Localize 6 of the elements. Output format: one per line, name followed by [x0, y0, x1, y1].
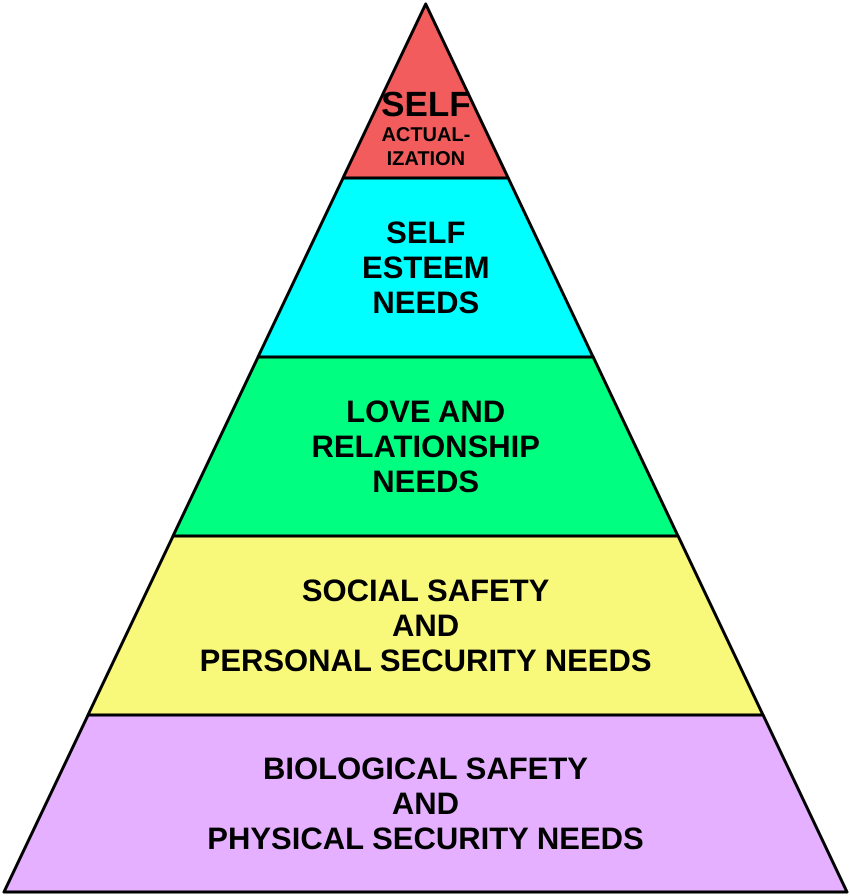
- tier-label: ACTUAL- IZATION: [381, 123, 470, 171]
- tier-label: BIOLOGICAL SAFETY AND PHYSICAL SECURITY NEEDS: [207, 751, 644, 856]
- tier-label: LOVE AND RELATIONSHIP NEEDS: [311, 394, 540, 499]
- tier-label: SELF: [381, 87, 471, 123]
- tier-label: SELF ESTEEM NEEDS: [362, 215, 490, 320]
- tier-label: SOCIAL SAFETY AND PERSONAL SECURITY NEEDS: [200, 573, 652, 678]
